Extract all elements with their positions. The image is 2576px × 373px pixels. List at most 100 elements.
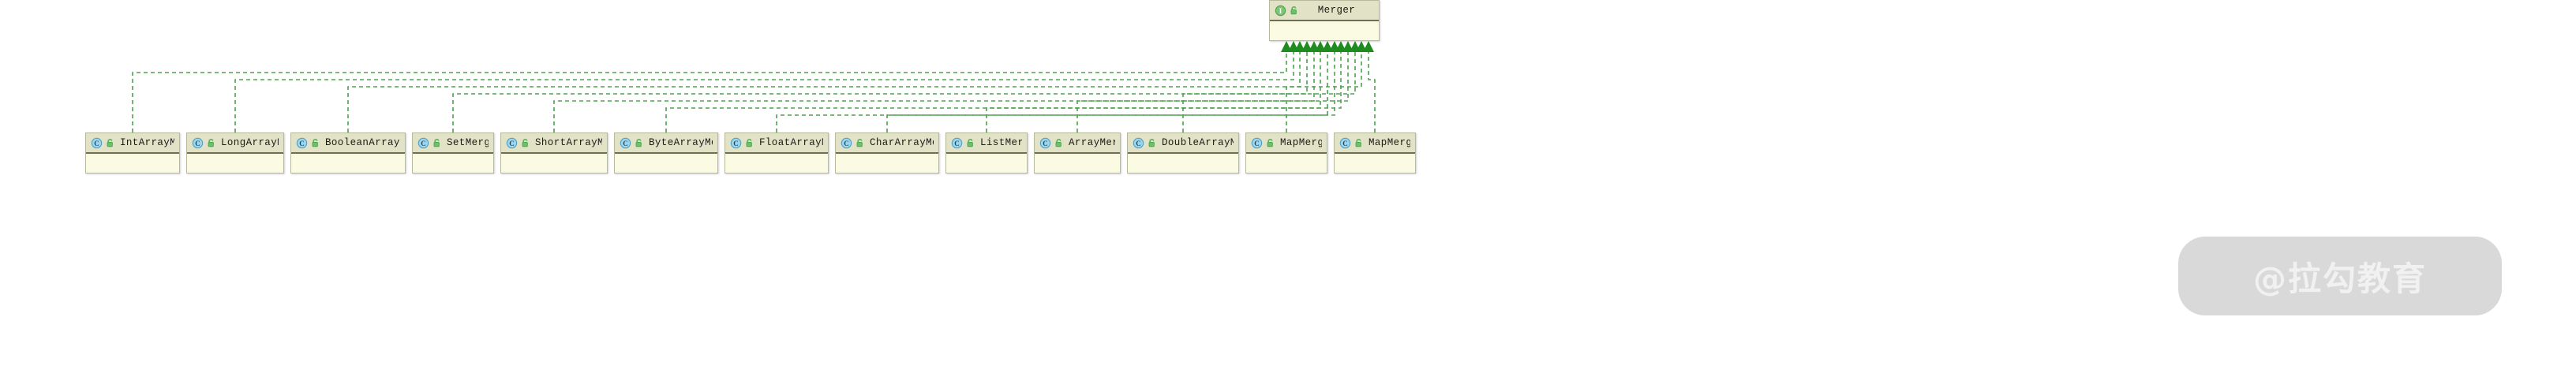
uml-node-root[interactable]: I Merger: [1269, 0, 1380, 41]
class-icon: C: [1133, 137, 1144, 149]
inheritance-arrowhead: [1315, 41, 1326, 52]
lock-public-icon: [432, 138, 442, 148]
uml-node-title: FloatArrayMerger: [759, 137, 823, 148]
implements-edge: [132, 52, 1287, 132]
uml-node-header: CIntArrayMerger: [86, 133, 179, 154]
implements-edge: [452, 52, 1308, 132]
uml-node[interactable]: C MapMerger: [1245, 132, 1327, 173]
uml-node-members: [1035, 154, 1120, 173]
svg-text:C: C: [509, 139, 515, 147]
implements-edge: [1368, 52, 1376, 132]
uml-node[interactable]: C ByteArrayMerger: [614, 132, 718, 173]
lock-public-icon: [105, 138, 115, 148]
uml-node-members: [836, 154, 938, 173]
implements-edge: [776, 52, 1328, 132]
uml-node-header: C ShortArrayMerger: [501, 133, 607, 154]
lock-public-icon: [634, 138, 644, 148]
uml-node-title: ShortArrayMerger: [535, 137, 602, 148]
inheritance-arrowhead: [1288, 41, 1299, 52]
uml-node-title: Merger: [1317, 5, 1356, 16]
uml-node-members: [1128, 154, 1238, 173]
uml-node-header: C SetMerger: [413, 133, 493, 154]
class-icon: C: [296, 137, 308, 149]
uml-node[interactable]: C ShortArrayMerger: [500, 132, 608, 173]
svg-text:I: I: [1279, 6, 1282, 14]
uml-node-header: C DoubleArrayMerger: [1128, 133, 1238, 154]
uml-node-header: C MapMerger: [1246, 133, 1327, 154]
lock-public-icon: [520, 138, 530, 148]
uml-node-title: MapMerger: [1368, 137, 1410, 148]
uml-node[interactable]: C SetMerger: [412, 132, 494, 173]
uml-node-members: [946, 154, 1027, 173]
svg-text:C: C: [623, 139, 628, 147]
uml-node[interactable]: C MapMerger: [1334, 132, 1416, 173]
uml-node[interactable]: C LongArrayMerger: [186, 132, 284, 173]
svg-text:C: C: [421, 139, 426, 147]
uml-node[interactable]: CArrayMerger: [1034, 132, 1121, 173]
svg-text:C: C: [1342, 139, 1348, 147]
inheritance-arrowhead: [1342, 41, 1354, 52]
lock-public-icon: [206, 138, 216, 148]
implements-edge: [665, 52, 1321, 132]
uml-node-members: [86, 154, 179, 173]
uml-node-title: BooleanArrayMerger: [325, 137, 400, 148]
class-icon: C: [1339, 137, 1351, 149]
uml-node-header: C MapMerger: [1335, 133, 1415, 154]
lock-public-icon: [855, 138, 865, 148]
class-icon: C: [192, 137, 204, 149]
uml-node[interactable]: CFloatArrayMerger: [724, 132, 829, 173]
uml-node[interactable]: C CharArrayMerger: [835, 132, 939, 173]
inheritance-arrowhead: [1329, 41, 1340, 52]
uml-node-title: ListMerger: [980, 137, 1022, 148]
implements-edge: [886, 52, 1335, 132]
uml-node-header: I Merger: [1270, 1, 1379, 21]
uml-node-members: [615, 154, 717, 173]
uml-node-title: SetMerger: [447, 137, 489, 148]
uml-node-header: C ListMerger: [946, 133, 1027, 154]
class-icon: C: [951, 137, 963, 149]
inheritance-arrowhead: [1281, 41, 1292, 52]
uml-node-members: [1270, 21, 1379, 40]
uml-node-title: DoubleArrayMerger: [1162, 137, 1234, 148]
interface-icon: I: [1275, 5, 1286, 17]
uml-node-members: [1335, 154, 1415, 173]
class-icon: C: [417, 137, 429, 149]
class-icon: C: [1039, 137, 1051, 149]
svg-text:C: C: [1043, 139, 1048, 147]
class-icon: C: [841, 137, 852, 149]
implements-edge: [1182, 52, 1356, 132]
uml-node-header: C ByteArrayMerger: [615, 133, 717, 154]
implements-edge: [347, 52, 1301, 132]
implements-edge: [553, 52, 1315, 132]
uml-node-members: [1246, 154, 1327, 173]
inheritance-arrowhead: [1335, 41, 1346, 52]
uml-node[interactable]: CIntArrayMerger: [85, 132, 180, 173]
svg-text:C: C: [299, 139, 305, 147]
uml-node-title: IntArrayMerger: [120, 137, 174, 148]
svg-text:C: C: [1254, 139, 1260, 147]
uml-node[interactable]: C BooleanArrayMerger: [290, 132, 406, 173]
uml-node-title: ByteArrayMerger: [649, 137, 713, 148]
implements-edge: [986, 52, 1342, 132]
uml-node-header: C BooleanArrayMerger: [291, 133, 405, 154]
uml-node[interactable]: C ListMerger: [945, 132, 1028, 173]
svg-text:C: C: [195, 139, 200, 147]
class-icon: C: [506, 137, 518, 149]
implements-edge: [1286, 52, 1362, 132]
uml-node-title: MapMerger: [1280, 137, 1322, 148]
class-icon: C: [1251, 137, 1263, 149]
uml-node-title: LongArrayMerger: [221, 137, 279, 148]
lock-public-icon: [1147, 138, 1157, 148]
inheritance-arrowhead: [1322, 41, 1333, 52]
lock-public-icon: [1054, 138, 1064, 148]
uml-node-members: [413, 154, 493, 173]
uml-node-title: CharArrayMerger: [870, 137, 934, 148]
uml-node-header: CFloatArrayMerger: [725, 133, 828, 154]
svg-text:C: C: [844, 139, 849, 147]
lock-public-icon: [1289, 6, 1299, 16]
uml-node[interactable]: C DoubleArrayMerger: [1127, 132, 1239, 173]
svg-text:C: C: [954, 139, 960, 147]
lock-public-icon: [310, 138, 320, 148]
svg-text:C: C: [1136, 139, 1141, 147]
